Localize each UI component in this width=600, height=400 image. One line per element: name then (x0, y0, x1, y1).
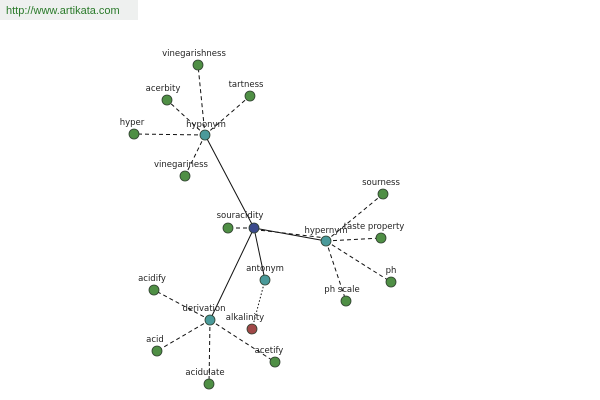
label-alkalinity: alkalinity (226, 313, 264, 323)
node-hypernym[interactable] (320, 235, 332, 247)
edge-hyponym-hyper (133, 133, 206, 136)
edge-souracidity-derivation (209, 227, 255, 321)
edge-hypernym-ph (325, 240, 392, 283)
edge-hyponym-vinegarishness (197, 64, 206, 136)
node-acidify[interactable] (148, 284, 160, 296)
label-acerbity: acerbity (146, 84, 181, 94)
label-vinegarishness: vinegarishness (162, 49, 226, 59)
node-taste-property[interactable] (375, 232, 387, 244)
node-ph-scale[interactable] (340, 295, 352, 307)
edge-hyponym-acerbity (166, 99, 206, 136)
label-ph: ph (386, 266, 397, 276)
edge-souracidity-hypernym (253, 229, 327, 239)
edge-derivation-acidulate (208, 319, 211, 385)
node-ph[interactable] (385, 276, 397, 288)
label-souracidity: souracidity (217, 211, 264, 221)
edge-antonym-alkalinity (251, 279, 266, 330)
label-acid: acid (146, 335, 164, 345)
graph-nodes (128, 59, 397, 390)
label-ph-scale: ph scale (324, 285, 359, 295)
node-souracidity[interactable] (248, 222, 260, 234)
edge-souracidity-hypernym (253, 227, 327, 242)
label-derivation: derivation (182, 304, 225, 314)
label-taste-property: taste property (344, 222, 405, 232)
node-sourness[interactable] (377, 188, 389, 200)
node-vinegarishness[interactable] (192, 59, 204, 71)
watermark-url: http://www.artikata.com (0, 0, 138, 20)
graph-labels: souracidity hyponym hypernym antonym derivat… (120, 49, 405, 378)
node-acid[interactable] (151, 345, 163, 357)
node-acerbity[interactable] (161, 94, 173, 106)
node-vinegariness[interactable] (179, 170, 191, 182)
edge-hyponym-tartness (204, 95, 251, 136)
label-hyper: hyper (120, 118, 145, 128)
graph-edges (133, 64, 392, 385)
label-hyponym: hyponym (186, 120, 226, 130)
edge-derivation-acetify (209, 319, 276, 363)
label-tartness: tartness (229, 80, 264, 90)
node-alkalinity[interactable] (246, 323, 258, 335)
node-hyper[interactable] (128, 128, 140, 140)
edge-hypernym-ph_scale (325, 240, 347, 302)
edge-derivation-acidify (153, 289, 211, 321)
edge-souracidity-hyponym (204, 134, 255, 229)
node-acetify[interactable] (269, 356, 281, 368)
label-hypernym: hypernym (304, 226, 347, 236)
node-souracidity-leaf[interactable] (222, 222, 234, 234)
label-vinegariness: vinegariness (154, 160, 209, 170)
node-derivation[interactable] (204, 314, 216, 326)
node-tartness[interactable] (244, 90, 256, 102)
edge-derivation-acid (156, 319, 211, 352)
label-acetify: acetify (255, 346, 284, 356)
label-antonym: antonym (246, 264, 284, 274)
node-hyponym[interactable] (199, 129, 211, 141)
edge-hypernym-taste_property (325, 237, 382, 242)
label-sourness: sourness (362, 178, 400, 188)
label-acidulate: acidulate (185, 368, 224, 378)
node-acidulate[interactable] (203, 378, 215, 390)
edge-hyponym-vinegariness (184, 134, 206, 177)
node-antonym[interactable] (259, 274, 271, 286)
edge-souracidity-antonym (253, 227, 266, 281)
label-acidify: acidify (138, 274, 166, 284)
edge-hypernym-sourness (325, 193, 384, 242)
